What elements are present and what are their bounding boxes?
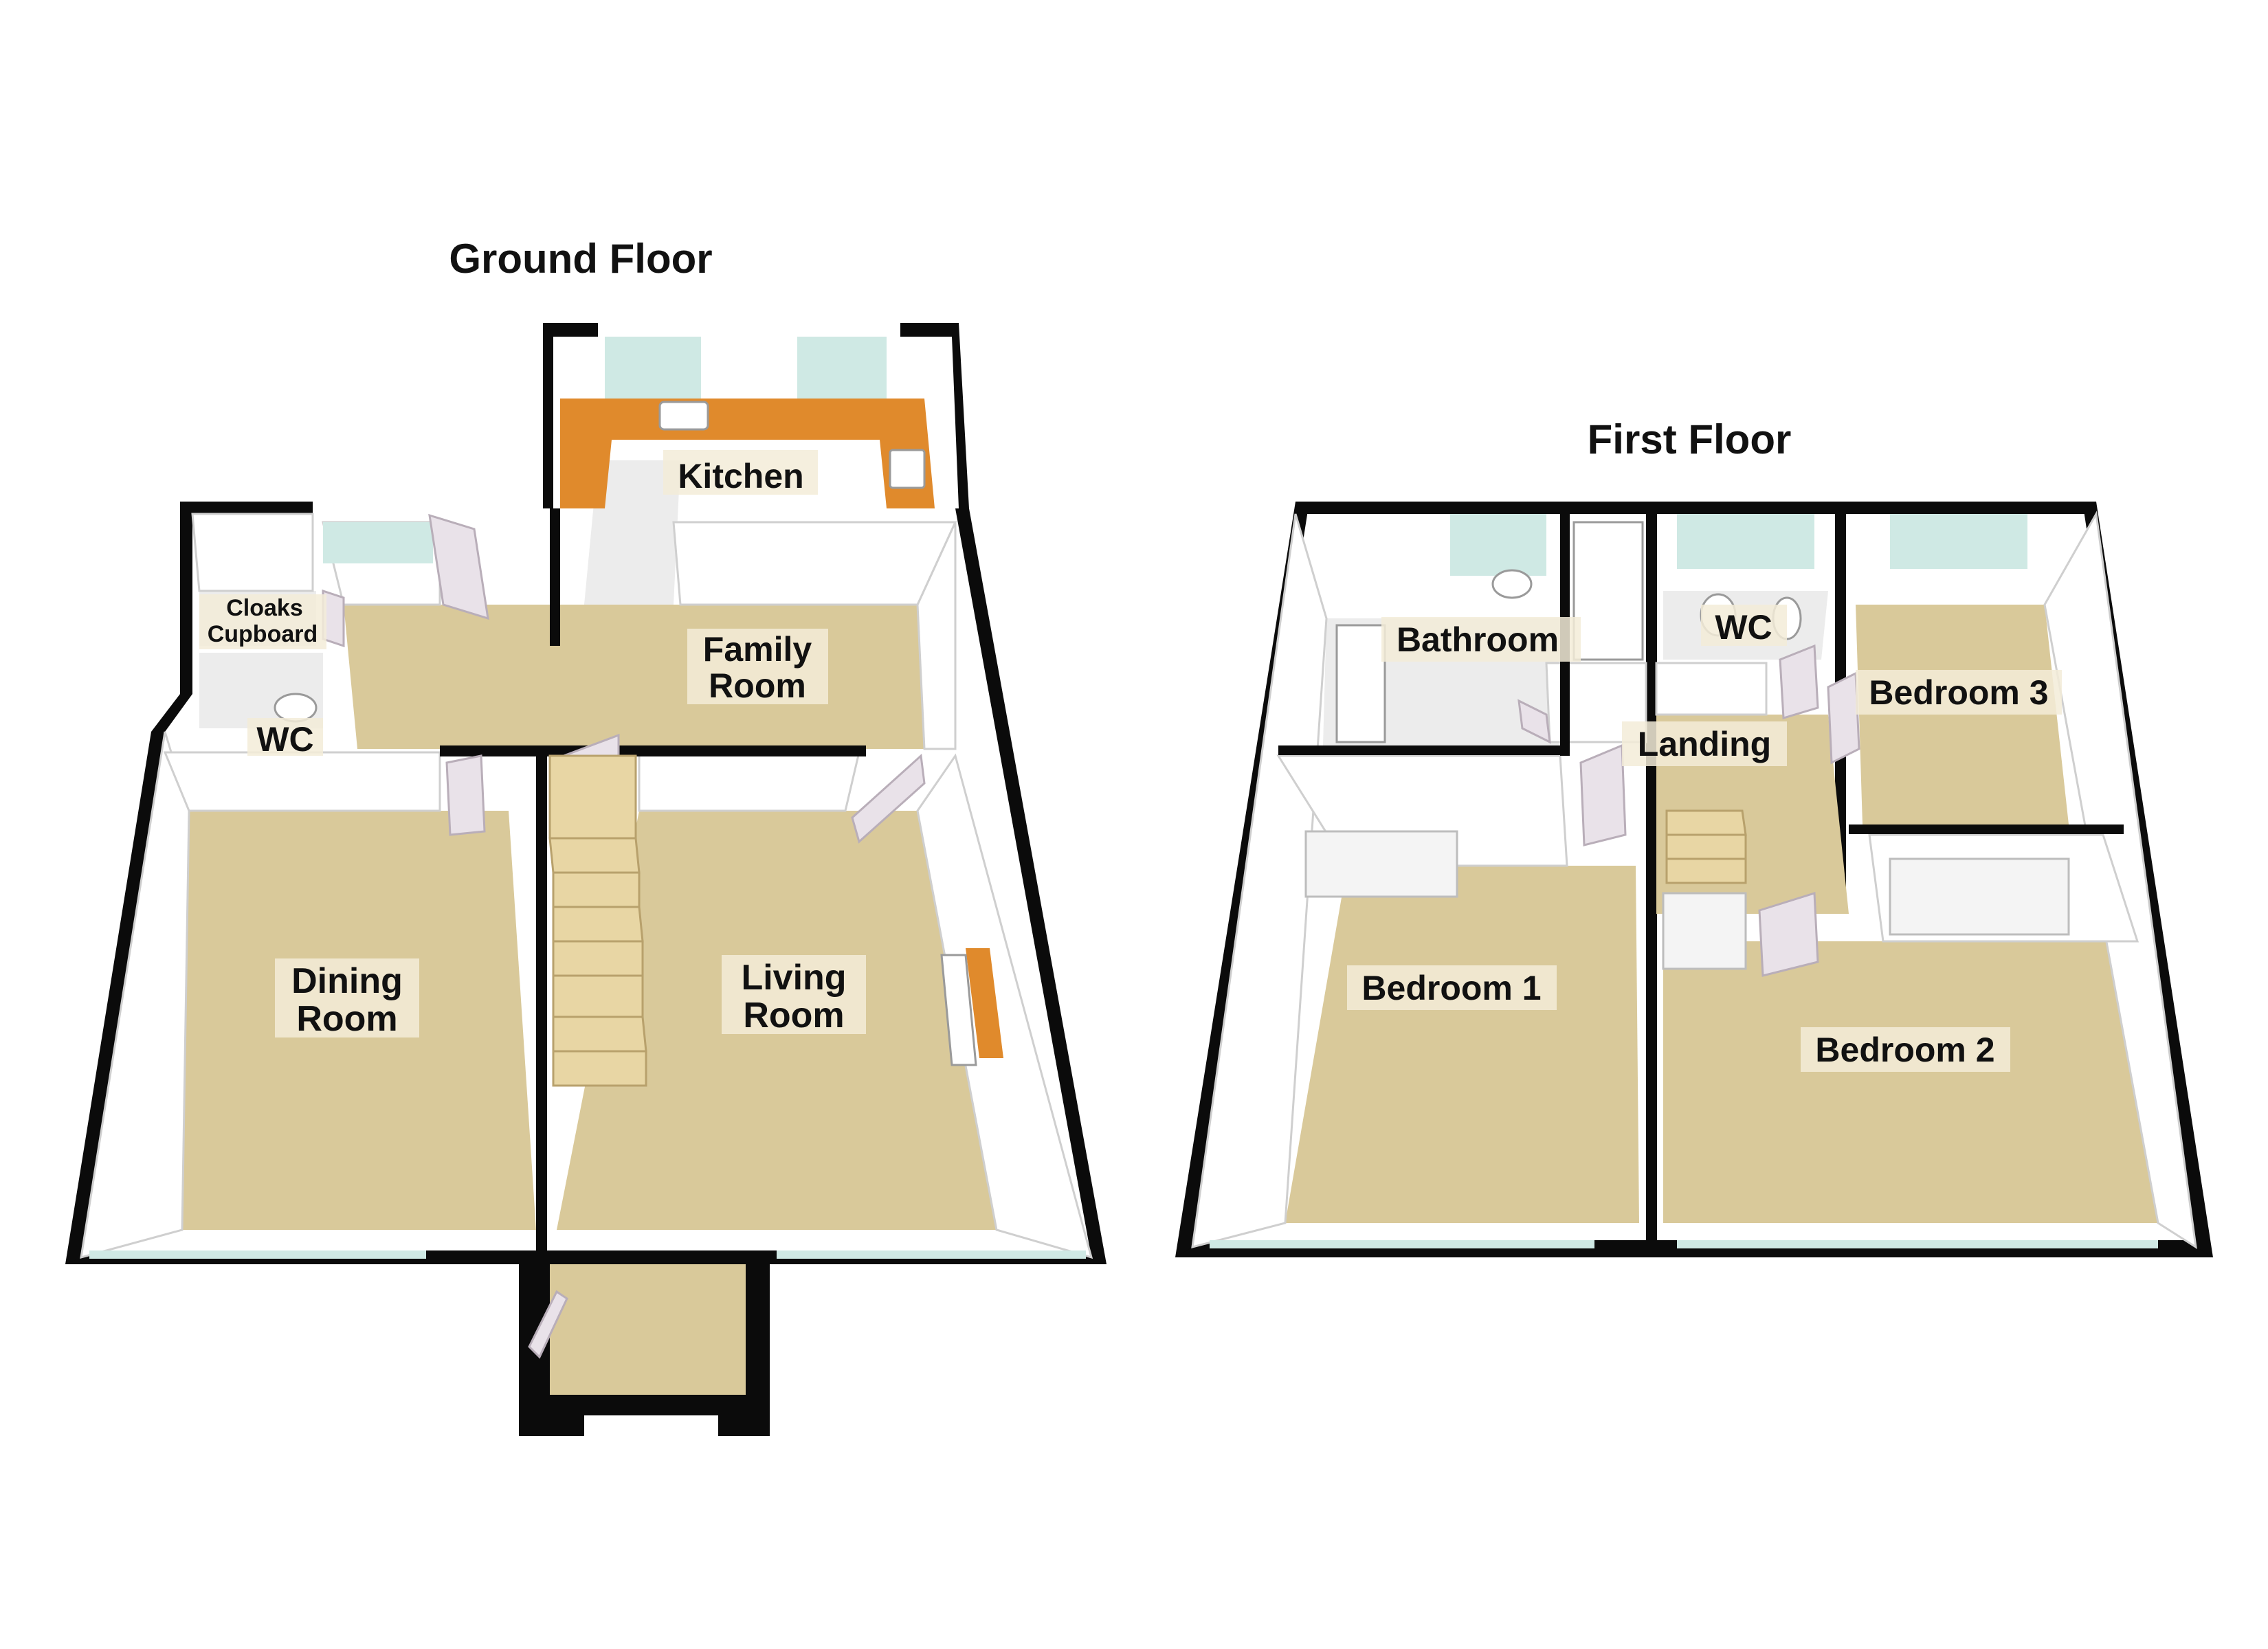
- bathroom-basin-icon: [1491, 569, 1533, 599]
- family-room-floor: [344, 605, 924, 749]
- svg-text:Room: Room: [709, 666, 806, 705]
- kitchen-floor: [584, 460, 680, 605]
- bedroom-3-label: Bedroom 3: [1856, 670, 2062, 715]
- family-room-label: Family Room: [687, 629, 828, 705]
- svg-text:Bathroom: Bathroom: [1397, 620, 1559, 659]
- svg-text:Dining: Dining: [291, 961, 403, 1001]
- first-floor-labels: First Floor Bathroom WC Landing Bedroom …: [1347, 416, 2062, 1072]
- kitchen-units: [560, 399, 935, 508]
- svg-text:Room: Room: [743, 996, 844, 1035]
- hob-icon: [889, 449, 926, 489]
- living-door-icon[interactable]: [851, 753, 926, 844]
- landing-cupboard-icon: [1662, 892, 1747, 970]
- bedroom-1-door-icon[interactable]: [1579, 743, 1627, 846]
- first-floor-windows: [1210, 514, 2158, 1248]
- bedroom-1-floor: [1285, 866, 1639, 1223]
- ground-wc-label: WC: [247, 718, 323, 759]
- landing-label: Landing: [1622, 721, 1787, 766]
- first-floor-doors: [1517, 644, 1860, 977]
- hearth-icon: [940, 954, 977, 1066]
- svg-text:Family: Family: [703, 630, 812, 669]
- front-door-icon[interactable]: [528, 1290, 568, 1359]
- ground-floor-labels: Ground Floor Kitchen Family Room Cloaks …: [199, 236, 866, 1039]
- bedroom-2-label: Bedroom 2: [1801, 1027, 2010, 1072]
- svg-text:Kitchen: Kitchen: [678, 457, 803, 495]
- bathroom-label: Bathroom: [1381, 617, 1581, 662]
- svg-text:Bedroom 2: Bedroom 2: [1815, 1031, 1994, 1069]
- svg-text:Bedroom 1: Bedroom 1: [1361, 969, 1541, 1007]
- first-floor-title: First Floor: [1588, 416, 1792, 462]
- dining-door-icon[interactable]: [445, 754, 486, 836]
- bathroom-door-icon[interactable]: [1517, 699, 1551, 744]
- dining-room-label: Dining Room: [275, 958, 419, 1039]
- wc-basin-icon: [274, 693, 318, 723]
- svg-text:Cloaks: Cloaks: [226, 595, 303, 621]
- bath-icon: [1335, 624, 1386, 743]
- ground-floor-windows: [89, 337, 1086, 1259]
- bedroom-2-wardrobe-icon: [1889, 857, 2070, 936]
- ground-floor-stairs: [548, 754, 647, 1087]
- first-floor-stairs: [1665, 809, 1747, 884]
- fireplace-icon: [966, 948, 1003, 1058]
- ground-floor-plan: Ground Floor Kitchen Family Room Cloaks …: [65, 236, 1107, 1436]
- bedroom-3-door-icon[interactable]: [1827, 671, 1860, 765]
- svg-text:WC: WC: [256, 720, 313, 759]
- back-door-icon[interactable]: [428, 513, 489, 620]
- sink-icon: [658, 401, 709, 431]
- bedroom-2-floor: [1663, 941, 2158, 1223]
- cloaks-cupboard-label: Cloaks Cupboard: [199, 594, 326, 649]
- svg-text:Living: Living: [741, 958, 846, 998]
- svg-text:Bedroom 3: Bedroom 3: [1869, 673, 2048, 712]
- porch-floor: [550, 1264, 746, 1395]
- bedroom-1-wardrobe-icon: [1304, 830, 1458, 898]
- svg-text:WC: WC: [1715, 608, 1772, 647]
- first-wc-door-icon[interactable]: [1779, 644, 1819, 719]
- bedroom-1-label: Bedroom 1: [1347, 965, 1557, 1010]
- kitchen-label: Kitchen: [663, 450, 818, 495]
- ground-floor-title: Ground Floor: [449, 236, 712, 282]
- first-floor-plan: First Floor Bathroom WC Landing Bedroom …: [1175, 416, 2213, 1257]
- ground-floor-inner-walls: [80, 508, 1093, 1259]
- living-room-label: Living Room: [722, 955, 866, 1035]
- first-wc-label: WC: [1701, 605, 1787, 647]
- bedroom-2-door-icon[interactable]: [1758, 891, 1819, 977]
- svg-text:Cupboard: Cupboard: [208, 621, 318, 647]
- svg-text:Room: Room: [296, 999, 397, 1039]
- shower-icon: [1572, 521, 1644, 661]
- svg-text:Landing: Landing: [1638, 725, 1771, 763]
